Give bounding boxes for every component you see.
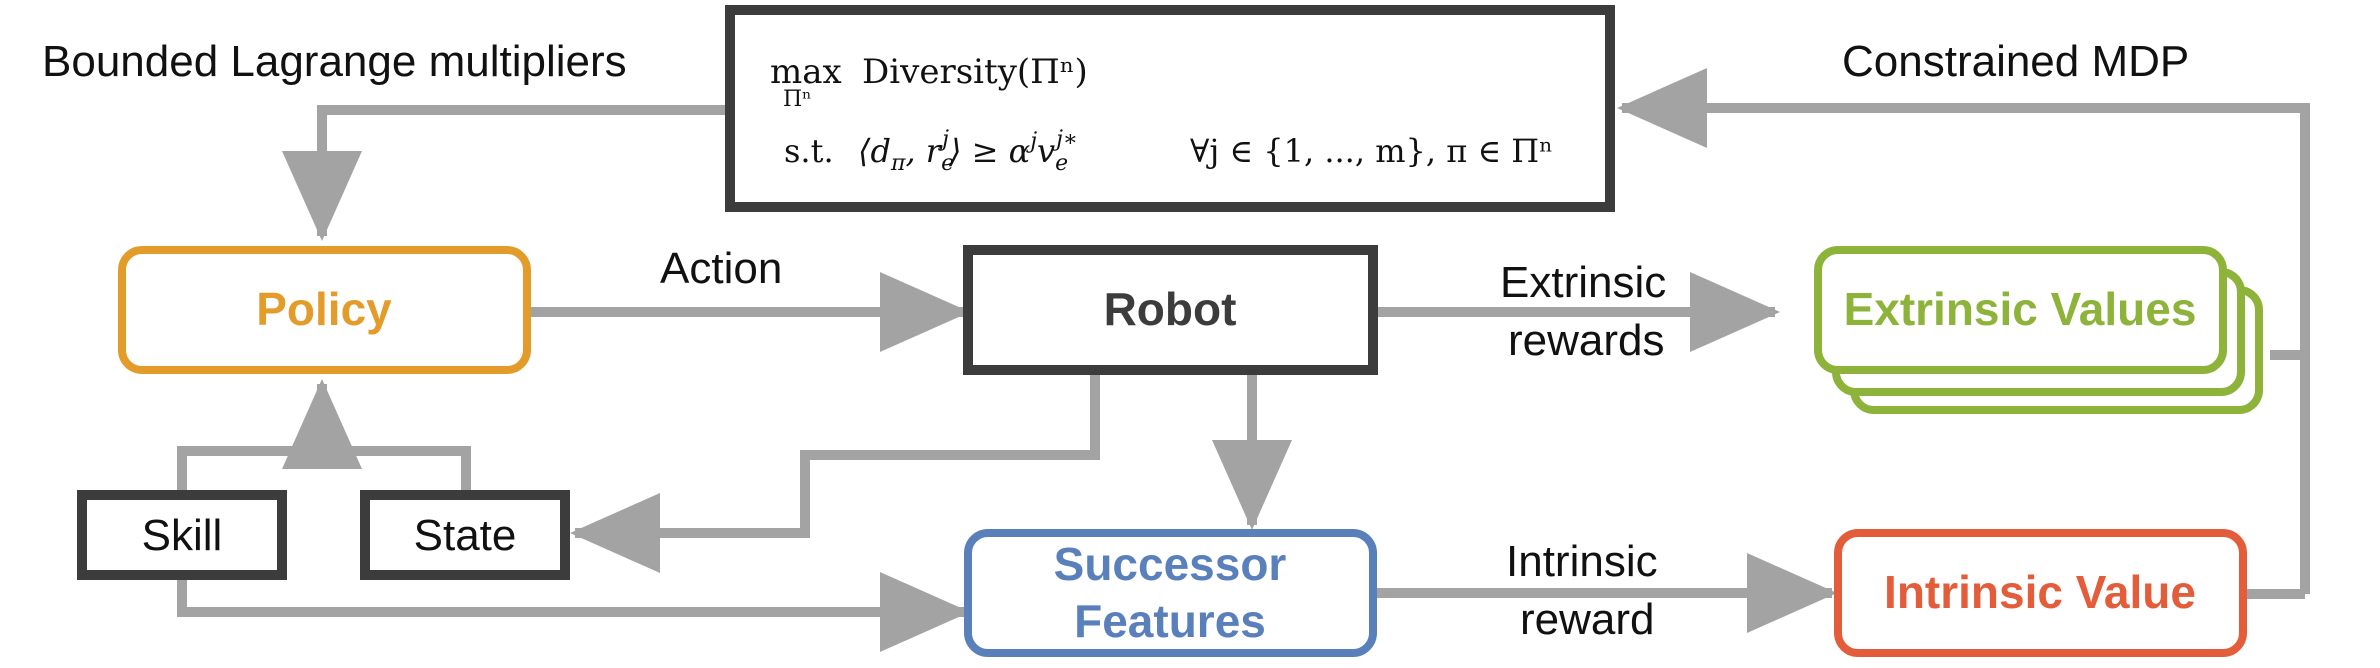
max-subscript: Πⁿ: [783, 87, 812, 112]
node-policy: Policy: [118, 246, 531, 374]
arrow-robot-to-state: [570, 375, 1100, 573]
state-box: [360, 490, 570, 580]
node-robot: Robot: [963, 245, 1378, 375]
node-extrinsic-values: Extrinsic Values: [1814, 246, 2263, 414]
label-constrained-mdp: Constrained MDP: [1842, 37, 2189, 86]
arrow-skill-to-successor: [177, 572, 970, 652]
arrow-lagrange-to-policy: [282, 105, 730, 241]
forall-condition: ∀j ∈ {1, ..., m}, π ∈ Πⁿ: [1190, 132, 1553, 170]
successor-features-box: [964, 529, 1377, 657]
node-successor-features: Successor Features: [964, 529, 1377, 657]
policy-box: [118, 246, 531, 374]
node-state: State: [360, 490, 570, 580]
label-extrinsic-rewards-1: Extrinsic: [1500, 258, 1666, 307]
policy-label: Policy: [256, 283, 392, 335]
extrinsic-values-label: Extrinsic Values: [1844, 283, 2197, 335]
objective: Diversity(Πⁿ): [862, 52, 1088, 92]
line-skill-state-branch: [177, 446, 471, 492]
label-extrinsic-rewards-2: rewards: [1508, 316, 1665, 365]
label-intrinsic-reward-2: reward: [1520, 595, 1655, 644]
robot-label: Robot: [1104, 283, 1237, 335]
label-action: Action: [660, 244, 782, 293]
extrinsic-values-box: [1814, 246, 2227, 374]
label-bounded-lagrange: Bounded Lagrange multipliers: [42, 37, 627, 86]
subject-to: s.t.: [784, 132, 834, 170]
state-label: State: [414, 511, 517, 560]
successor-features-label-2: Features: [1074, 595, 1266, 647]
optimization-problem: max Πⁿ Diversity(Πⁿ) s.t. ⟨dπ, rej⟩ ≥ αj…: [725, 5, 1615, 212]
arrow-values-to-optimization: [1617, 68, 2310, 360]
optimization-box: [725, 5, 1615, 212]
skill-label: Skill: [142, 511, 223, 560]
robot-box: [963, 245, 1378, 375]
node-skill: Skill: [77, 490, 287, 580]
successor-features-label-1: Successor: [1054, 538, 1287, 590]
max-operator: max: [770, 52, 842, 92]
intrinsic-value-box: [1834, 529, 2247, 657]
label-intrinsic-reward-1: Intrinsic: [1506, 537, 1658, 586]
skill-box: [77, 490, 287, 580]
node-intrinsic-value: Intrinsic Value: [1834, 529, 2247, 657]
intrinsic-value-label: Intrinsic Value: [1884, 566, 2196, 618]
constraint: ⟨dπ, rej⟩ ≥ αjvej∗: [858, 127, 1078, 176]
connectors: [177, 68, 2310, 652]
